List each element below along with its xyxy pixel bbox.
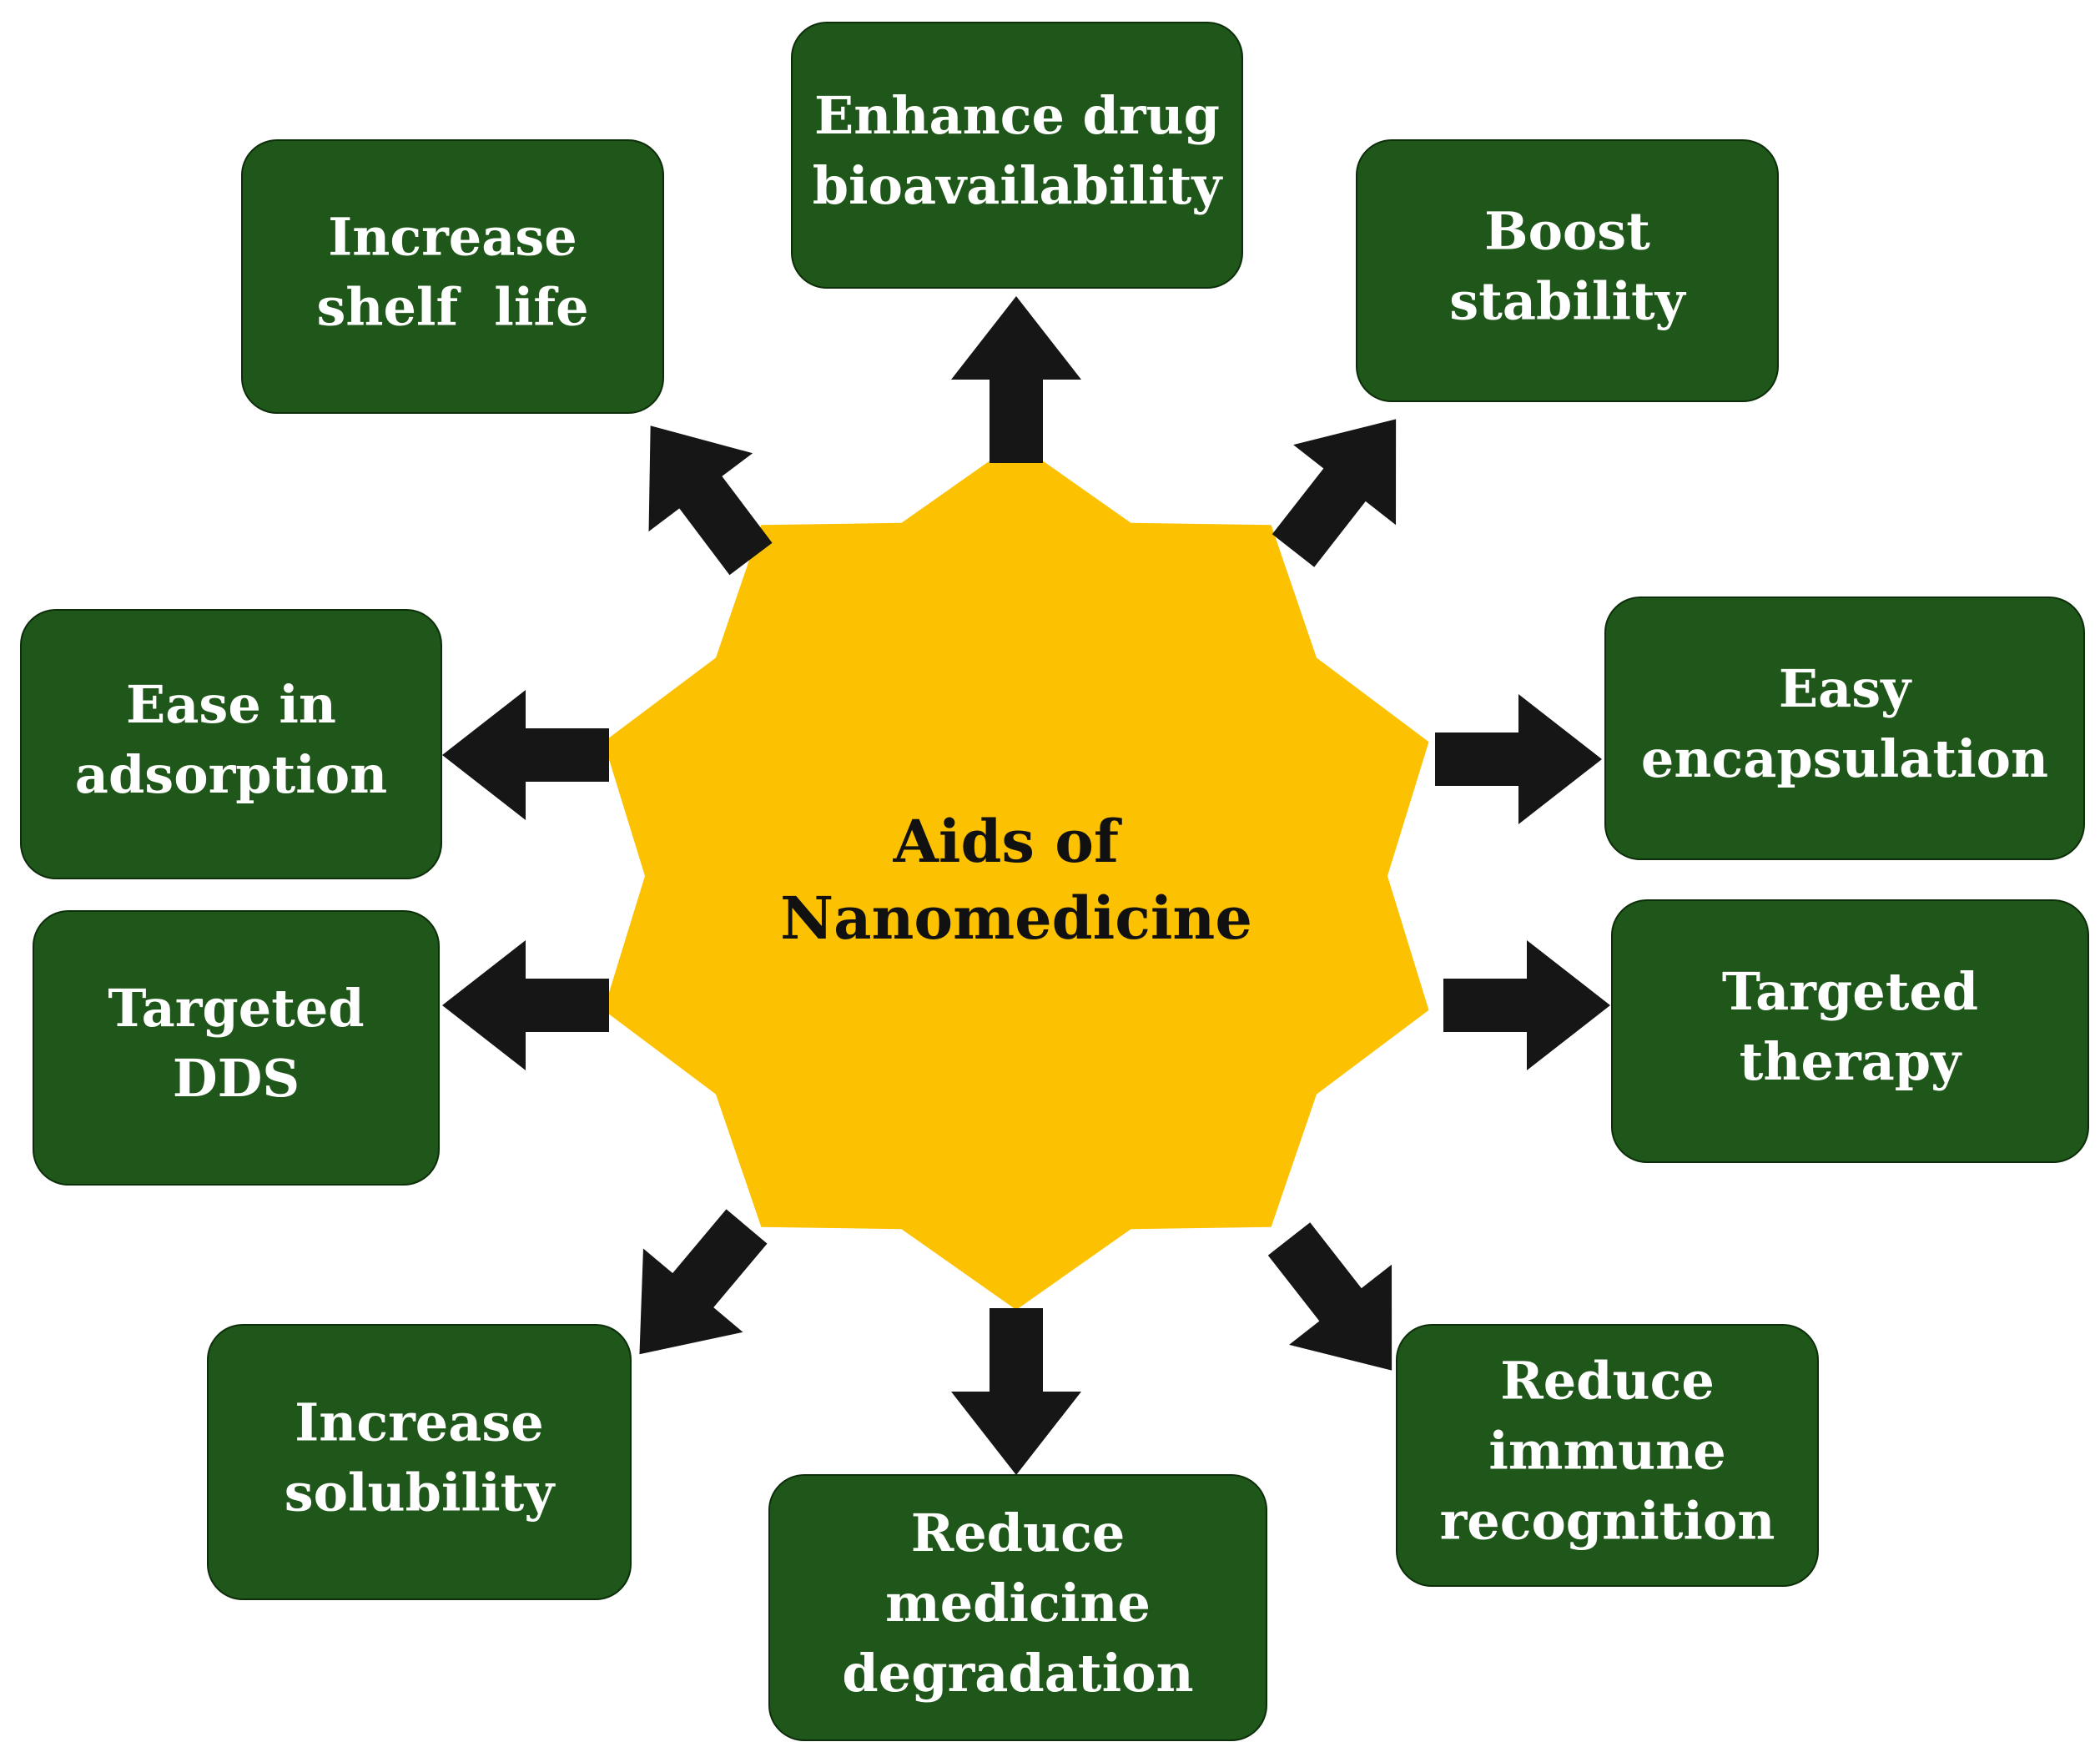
box-targeted-therapy: Targeted therapy — [1611, 899, 2089, 1163]
box-easy-encapsulation: Easy encapsulation — [1604, 597, 2085, 860]
box-label-line: immune — [1488, 1421, 1725, 1482]
box-label-line: Increase — [295, 1392, 543, 1453]
box-label-line: solubility — [285, 1462, 556, 1523]
box-ease-in-adsorption: Ease in adsorption — [20, 609, 442, 879]
box-label-line: DDS — [173, 1048, 300, 1109]
arrows-group — [442, 296, 1610, 1475]
box-reduce-immune-recognition: Reduce immune recognition — [1396, 1324, 1819, 1587]
box-label-line: Reduce — [911, 1503, 1126, 1563]
box-increase-solubility: Increase solubility — [207, 1324, 632, 1600]
box-label-line: degradation — [842, 1643, 1193, 1704]
box-label-line: encapsulation — [1641, 728, 2048, 789]
box-label: Enhance drug bioavailability — [813, 85, 1224, 216]
box-increase-shelf-life: Increase shelf life — [241, 139, 664, 414]
box-label-line: Targeted — [108, 978, 364, 1039]
box-label: Increase solubility — [285, 1392, 556, 1523]
arrow-to-boost-stability — [1272, 419, 1397, 567]
arrow-to-easy-encapsulation — [1435, 694, 1602, 824]
box-background — [1356, 139, 1779, 402]
box-label-line: adsorption — [75, 744, 387, 805]
box-label: Targeted therapy — [1722, 961, 1978, 1092]
arrow-to-targeted-dds — [442, 940, 609, 1070]
box-background — [33, 910, 440, 1186]
box-label: Easy encapsulation — [1641, 658, 2048, 789]
box-label-line: Reduce — [1500, 1351, 1715, 1412]
box-label-line: shelf life — [316, 277, 588, 338]
box-label: Reduce medicine degradation — [842, 1503, 1193, 1704]
box-background — [241, 139, 664, 414]
box-label: Reduce immune recognition — [1440, 1351, 1775, 1552]
box-background — [1611, 899, 2089, 1163]
box-label-line: stability — [1449, 271, 1686, 332]
box-reduce-medicine-degradation: Reduce medicine degradation — [768, 1474, 1267, 1741]
arrow-to-reduce-immune-recognition — [1267, 1222, 1392, 1371]
center-title-line-1: Aids of — [893, 807, 1122, 876]
box-background — [20, 609, 442, 879]
box-label: Boost stability — [1449, 201, 1686, 332]
box-label-line: therapy — [1740, 1031, 1962, 1092]
arrow-to-targeted-therapy — [1443, 940, 1610, 1070]
arrow-to-increase-solubility — [639, 1209, 768, 1355]
box-label-line: Boost — [1484, 201, 1650, 262]
box-label-line: Enhance drug — [814, 85, 1220, 146]
center-title-line-2: Nanomedicine — [780, 884, 1252, 953]
box-label-line: bioavailability — [813, 155, 1224, 216]
box-label: Increase shelf life — [316, 207, 588, 338]
box-boost-stability: Boost stability — [1356, 139, 1779, 402]
arrow-to-ease-in-adsorption — [442, 690, 609, 820]
box-label-line: medicine — [885, 1573, 1151, 1634]
box-label-line: recognition — [1440, 1491, 1775, 1552]
box-background — [1604, 597, 2085, 860]
arrow-to-reduce-medicine-degradation — [951, 1308, 1081, 1475]
box-background — [207, 1324, 632, 1600]
box-label-line: Targeted — [1722, 961, 1978, 1022]
box-background — [768, 1474, 1267, 1741]
center-star-shape — [603, 442, 1429, 1310]
box-label-line: Increase — [328, 207, 577, 268]
box-enhance-drug-bioavailability: Enhance drug bioavailability — [791, 22, 1243, 289]
center-title: Aids of Nanomedicine — [780, 807, 1252, 953]
box-label-line: Ease in — [126, 674, 336, 735]
box-background — [1396, 1324, 1819, 1587]
arrow-to-increase-shelf-life — [648, 425, 773, 576]
box-label: Ease in adsorption — [75, 674, 387, 805]
box-label-line: Easy — [1779, 658, 1912, 719]
arrow-to-enhance-drug-bioavailability — [951, 296, 1081, 463]
box-background — [791, 22, 1243, 289]
